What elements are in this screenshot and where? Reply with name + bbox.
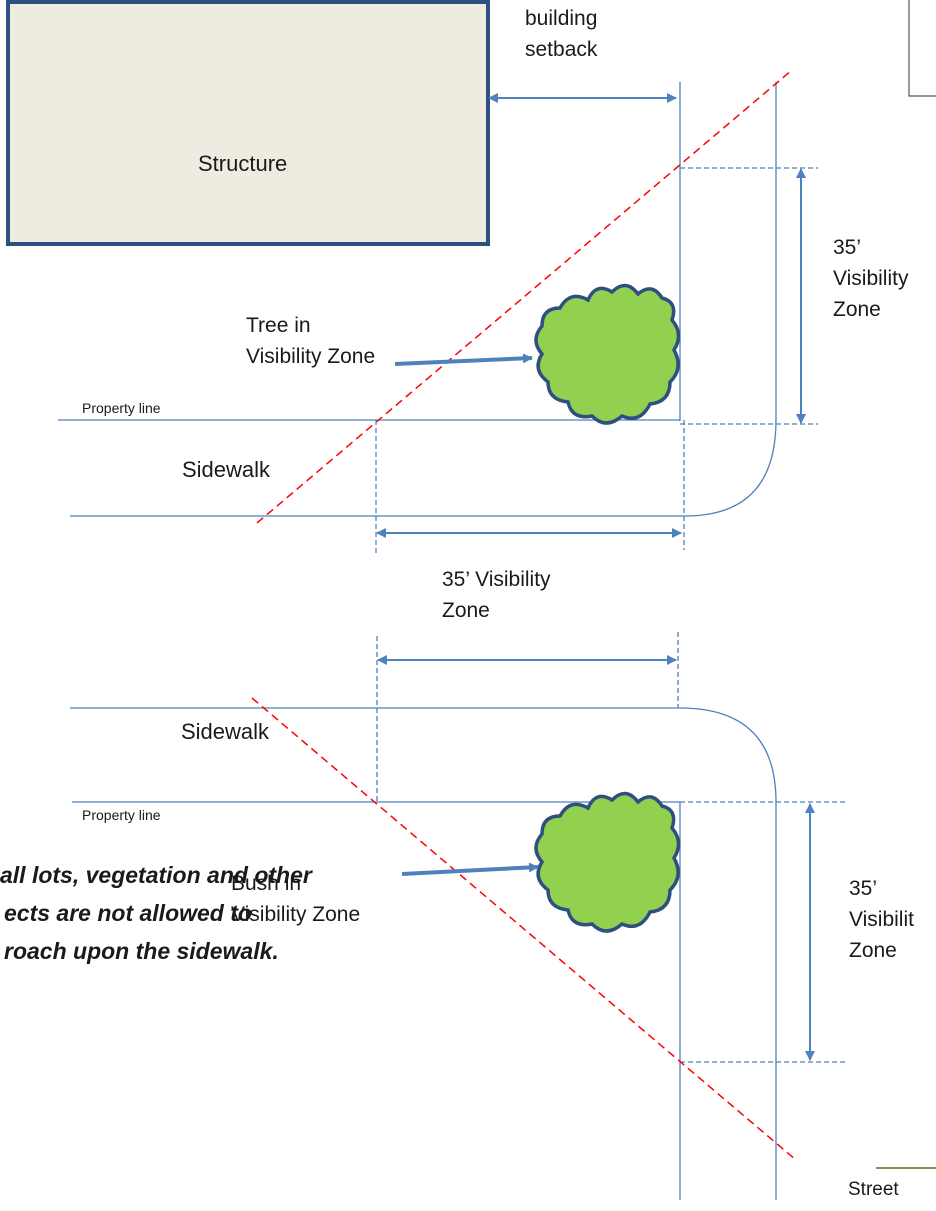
tree-pointer-arrow (394, 353, 533, 366)
encroachment-note: all lots, vegetation and other ects are … (0, 856, 470, 970)
structure-label: Structure (198, 151, 288, 176)
top-sidewalk-label: Sidewalk (182, 457, 271, 482)
mid-visibility-zone-label: 35’ Visibility Zone (442, 568, 551, 622)
note-line: roach upon the sidewalk. (4, 938, 279, 964)
bottom-sight-line (251, 697, 797, 1161)
bottom-right-visibility-zone-label: 35’ Visibilit Zone (849, 877, 914, 962)
bottom-property-line-label: Property line (82, 807, 161, 823)
bush-pointer-arrow (401, 862, 539, 876)
building-setback-label: building setback (525, 7, 598, 61)
note-line: ects are not allowed to (4, 900, 252, 926)
top-curb-curve (684, 419, 777, 517)
structure-rect (6, 0, 490, 246)
bottom-sidewalk-label: Sidewalk (181, 719, 270, 744)
note-line: all lots, vegetation and other (0, 862, 312, 888)
bottom-curb-curve (679, 707, 777, 803)
street-label: Street (848, 1179, 899, 1200)
top-right-visibility-zone-label: 35’ Visibility Zone (833, 236, 909, 321)
bush-icon (534, 791, 681, 933)
corner-box-fragment (908, 0, 936, 97)
tree-label: Tree in Visibility Zone (246, 314, 376, 368)
bush-label: Bush in Visibility Zone (231, 872, 361, 926)
tree-icon (534, 283, 681, 425)
top-property-line-label: Property line (82, 400, 161, 416)
